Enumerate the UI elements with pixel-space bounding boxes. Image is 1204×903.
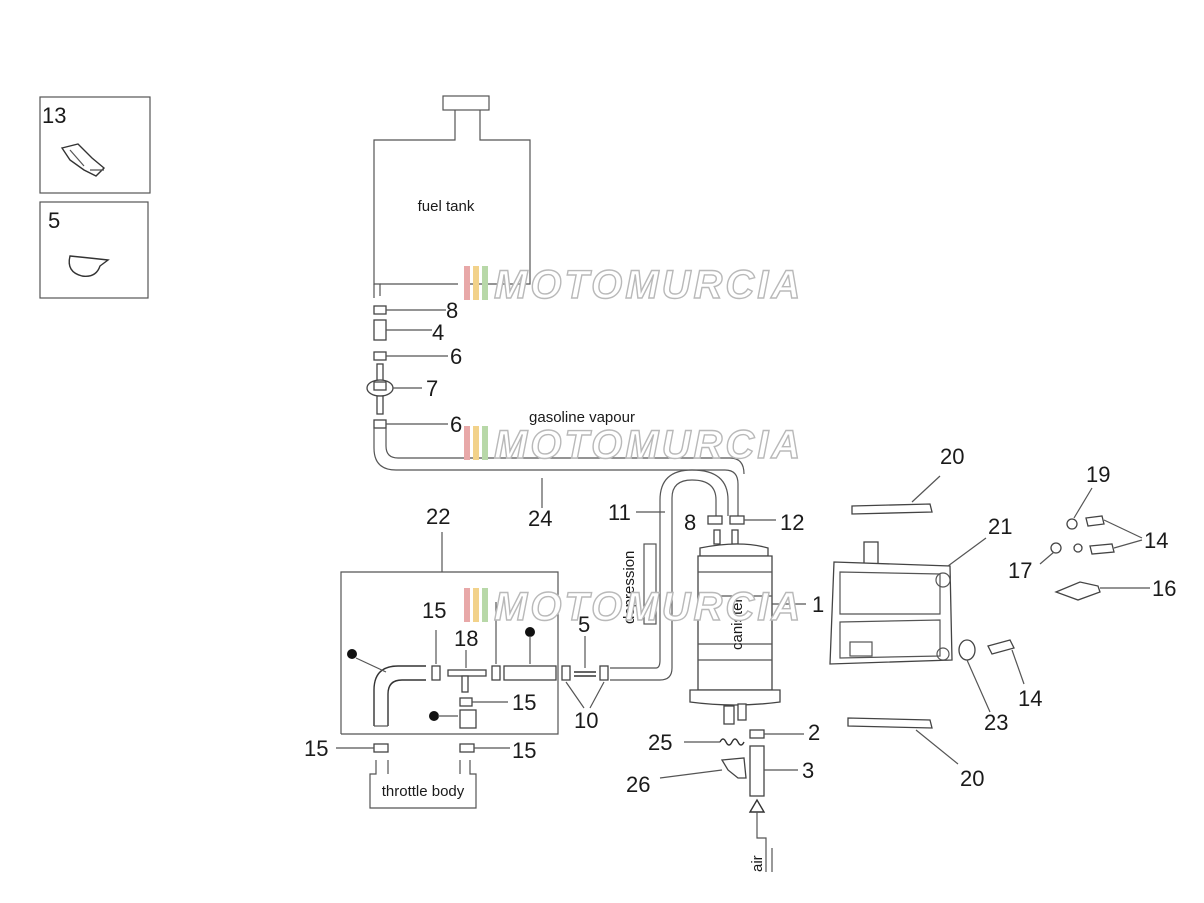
callout-13: 13 (42, 103, 66, 128)
spring-25 (719, 738, 745, 746)
callout-6a: 6 (450, 344, 462, 369)
air-label: air (749, 855, 766, 872)
tank-outlet-hose (366, 305, 448, 429)
callout-5b: 5 (578, 612, 590, 637)
callout-8b: 8 (684, 510, 696, 535)
callout-4: 4 (432, 320, 444, 345)
callout-15a: 15 (422, 598, 446, 623)
depression-label: depression (621, 551, 638, 624)
throttle-hose-assembly-22 (340, 532, 559, 735)
clamp-15c (373, 743, 389, 753)
clip-icon (60, 143, 106, 177)
clamp-12 (729, 515, 745, 525)
callout-8a: 8 (446, 298, 458, 323)
callout-22: 22 (426, 504, 450, 529)
clamp-15a (431, 665, 441, 681)
callout-6b: 6 (450, 412, 462, 437)
washer-19 (1066, 518, 1078, 530)
watermark-text: MOTOMURCIA (494, 263, 803, 307)
callout-17: 17 (1008, 558, 1032, 583)
callout-18: 18 (454, 626, 478, 651)
callout-7: 7 (426, 376, 438, 401)
bolt-14b (987, 639, 1015, 655)
clamp-15b (459, 697, 473, 707)
watermark-text: MOTOMURCIA (494, 585, 803, 629)
callout-25: 25 (648, 730, 672, 755)
hose-straight (503, 665, 557, 681)
callout-26: 26 (626, 772, 650, 797)
canister-1 (689, 529, 806, 725)
clamp-15d (459, 743, 475, 753)
callout-24: 24 (528, 506, 552, 531)
gasoline-vapour-label: gasoline vapour (529, 409, 635, 426)
t-piece-18 (447, 650, 487, 693)
clamp-6 (373, 351, 387, 361)
callout-14a: 14 (1144, 528, 1168, 553)
valve-7 (366, 363, 422, 415)
clamp-15e (491, 665, 501, 681)
hose-24 (373, 428, 745, 516)
callout-2: 2 (808, 720, 820, 745)
callout-15b: 15 (512, 690, 536, 715)
cap-small (459, 709, 477, 729)
callout-1: 1 (812, 592, 824, 617)
bolt-14a (1085, 515, 1105, 527)
hose-4 (373, 319, 387, 341)
hose-11 (610, 469, 776, 681)
clamp-8 (373, 305, 387, 315)
fastener-16 (1054, 581, 1101, 601)
callout-16: 16 (1152, 576, 1176, 601)
callout-23: 23 (984, 710, 1008, 735)
callout-19: 19 (1086, 462, 1110, 487)
callout-15d: 15 (512, 738, 536, 763)
callout-15c: 15 (304, 736, 328, 761)
watermark-text: MOTOMURCIA (494, 423, 803, 467)
inset-part-5: 5 (39, 201, 149, 299)
callout-11: 11 (608, 500, 631, 525)
callout-21: 21 (988, 514, 1012, 539)
inset-part-13: 13 (39, 96, 151, 194)
throttle-body-label: throttle body (382, 783, 465, 800)
fuel-tank-label: fuel tank (418, 198, 475, 215)
bushing-23 (958, 639, 976, 661)
elbow-26 (720, 757, 747, 779)
depression-pipe (643, 543, 657, 625)
callout-3: 3 (802, 758, 814, 783)
nut-17 (1050, 542, 1062, 554)
canister-label: canister (729, 597, 746, 650)
watermark-bottom: MOTOMURCIA (464, 584, 803, 630)
callout-10: 10 (574, 708, 598, 733)
clamp-10b (599, 665, 609, 681)
throttle-body: throttle body (369, 760, 477, 809)
fuel-tank: fuel tank (373, 95, 531, 298)
watermark-middle: MOTOMURCIA (464, 422, 803, 468)
hose-3 (749, 745, 765, 797)
connector-5b (574, 671, 596, 677)
plate-20b (847, 717, 933, 729)
clamp-8b (707, 515, 723, 525)
clamp-10a (561, 665, 571, 681)
cap-icon (68, 255, 110, 277)
bracket-21 (829, 537, 987, 665)
callout-20a: 20 (940, 444, 964, 469)
callout-20b: 20 (960, 766, 984, 791)
clamp-2 (749, 729, 765, 739)
clamp-6b (373, 419, 387, 429)
watermark-top: MOTOMURCIA (464, 262, 803, 308)
callout-5: 5 (48, 208, 60, 233)
callout-14b: 14 (1018, 686, 1042, 711)
callout-12: 12 (780, 510, 804, 535)
plate-20a (851, 503, 933, 515)
air-inlet-arrow (748, 798, 773, 872)
